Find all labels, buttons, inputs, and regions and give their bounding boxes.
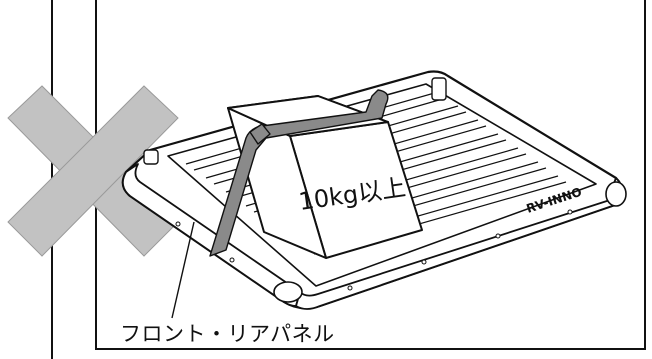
caption-leader-line: [171, 221, 195, 319]
corner-cap-left: [143, 149, 159, 165]
corner-cap-back: [431, 77, 447, 101]
corner-cap-right: [605, 181, 627, 207]
x-mark-icon: [7, 85, 179, 257]
corner-cap-front: [273, 281, 303, 303]
rail-bolts: [175, 209, 573, 291]
front-rear-panel-caption: フロント・リアパネル: [120, 322, 335, 346]
front-panel: [121, 163, 301, 307]
tie-down-strap: [209, 89, 389, 257]
